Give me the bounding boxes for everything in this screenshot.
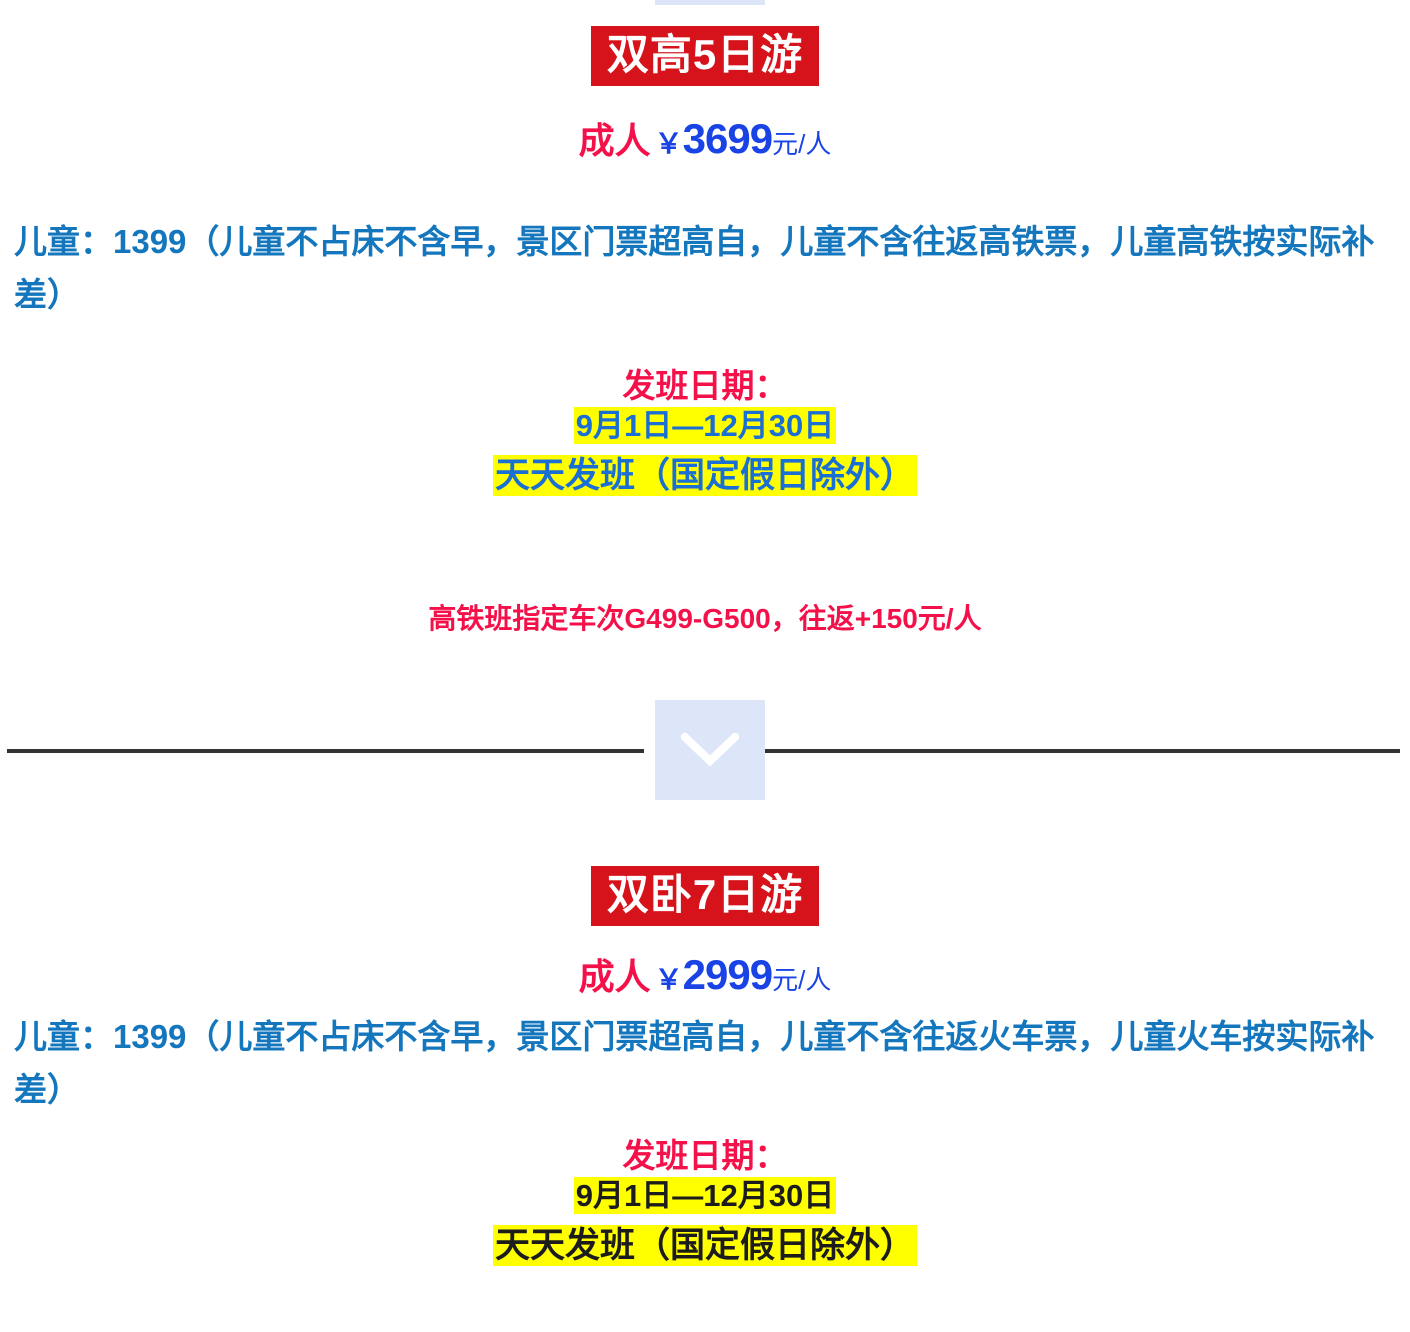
package-1-price-unit: 元/人 [772, 129, 832, 159]
package-2-adult-label: 成人 [578, 956, 651, 997]
package-2-departure-title: 发班日期： [622, 1137, 788, 1174]
package-1-train-note: 高铁班指定车次G499-G500，往返+150元/人 [428, 603, 982, 634]
package-2-title-banner: 双卧7日游 [590, 866, 820, 926]
package-1-departure-date-range: 9月1日—12月30日 [573, 407, 837, 445]
package-1-adult-price-row: 成人￥3699元/人 [0, 112, 1410, 164]
package-2-child-note: 儿童：1399（儿童不占床不含早，景区门票超高自，儿童不含往返火车票，儿童火车按… [14, 1018, 1375, 1109]
divider-rule-right [763, 749, 1400, 753]
package-1-banner-row: 双高5日游 [0, 26, 1410, 86]
package-1-child-note-block: 儿童：1399（儿童不占床不含早，景区门票超高自，儿童不含往返高铁票，儿童高铁按… [0, 215, 1410, 322]
section-divider [0, 700, 1410, 800]
package-1-adult-amount: 3699 [682, 115, 773, 162]
package-1-departure-frequency: 天天发班（国定假日除外） [492, 454, 917, 496]
package-2-departure-block: 发班日期： 9月1日—12月30日 天天发班（国定假日除外） [0, 1135, 1410, 1269]
package-2-adult-price-row: 成人￥2999元/人 [0, 948, 1410, 1000]
package-1-adult-label: 成人 [578, 120, 651, 161]
package-1-departure-title: 发班日期： [622, 367, 788, 404]
package-2-departure-date-range: 9月1日—12月30日 [573, 1177, 837, 1215]
package-1-currency-symbol: ￥ [654, 128, 683, 159]
package-2-price-unit: 元/人 [772, 965, 832, 995]
package-2-banner-row: 双卧7日游 [0, 866, 1410, 926]
chevron-down-icon [681, 733, 739, 767]
chevron-down-button[interactable] [655, 700, 765, 800]
package-1-departure-block: 发班日期： 9月1日—12月30日 天天发班（国定假日除外） [0, 365, 1410, 499]
package-1-child-note: 儿童：1399（儿童不占床不含早，景区门票超高自，儿童不含往返高铁票，儿童高铁按… [14, 223, 1375, 314]
package-1-title-banner: 双高5日游 [590, 26, 820, 86]
divider-rule-left [7, 749, 644, 753]
previous-chevron-box-sliver [655, 0, 765, 5]
package-2-adult-amount: 2999 [682, 951, 773, 998]
package-2-child-note-block: 儿童：1399（儿童不占床不含早，景区门票超高自，儿童不含往返火车票，儿童火车按… [0, 1010, 1410, 1117]
package-1-train-note-row: 高铁班指定车次G499-G500，往返+150元/人 [0, 597, 1410, 637]
package-2-currency-symbol: ￥ [654, 964, 683, 995]
package-2-departure-frequency: 天天发班（国定假日除外） [492, 1224, 917, 1266]
